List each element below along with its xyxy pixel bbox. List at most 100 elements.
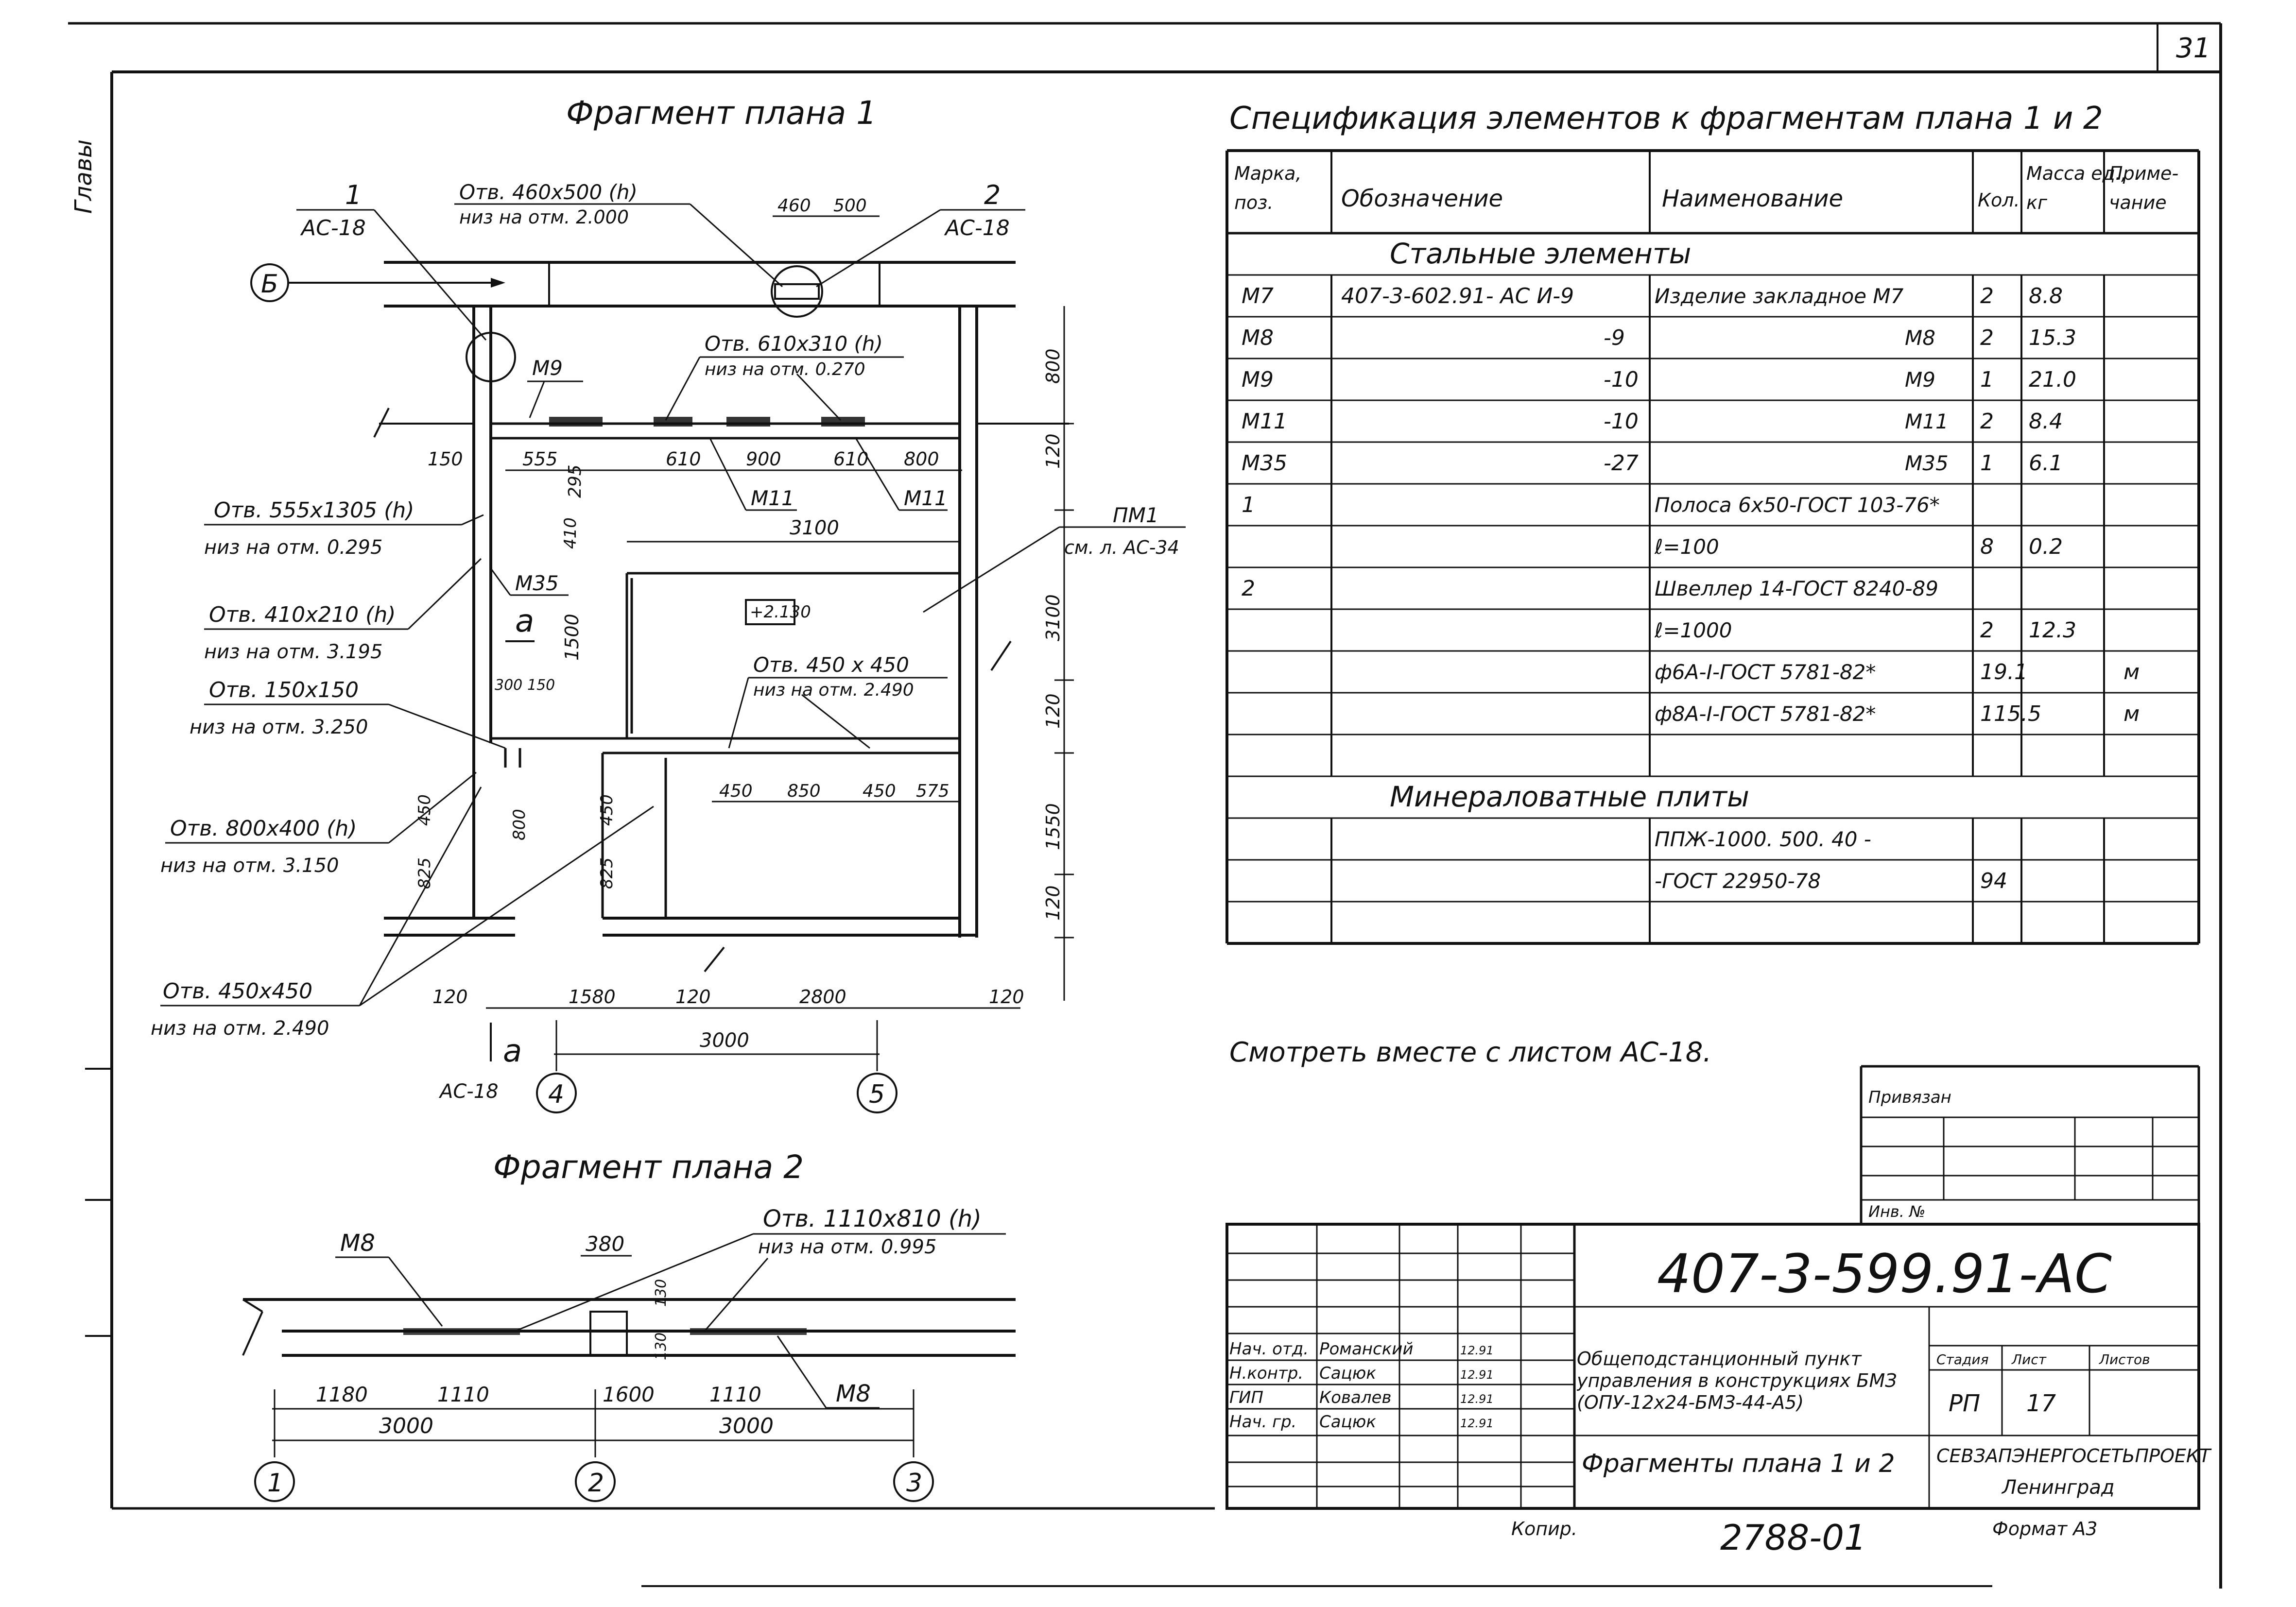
opening-450a-level: низ на отм. 2.490 <box>151 1017 329 1040</box>
spec-header: Масса ед., <box>2026 163 2127 184</box>
spec-header: Обозначение <box>1341 185 1503 212</box>
axis-3-label: 3 <box>906 1469 922 1498</box>
dim-575: 575 <box>916 781 949 801</box>
opening-top-level: низ на отм. 2.000 <box>459 206 629 228</box>
dim-410: 410 <box>561 517 580 549</box>
sheet-title: Фрагменты плана 1 и 2 <box>1582 1449 1895 1478</box>
spec-cell: 8.4 <box>2029 409 2063 434</box>
axis-5-label: 5 <box>869 1080 885 1109</box>
section-a-ref: АС-18 <box>438 1080 499 1103</box>
spec-cell: 8.8 <box>2029 284 2063 308</box>
dim-1110-2: 1110 <box>709 1383 761 1406</box>
opening-555-level: низ на отм. 0.295 <box>204 536 382 559</box>
level-mark: +2.130 <box>750 602 811 622</box>
dim-150-small: 150 <box>527 677 555 694</box>
dim-825-1: 825 <box>415 857 434 889</box>
axis-5-bubble <box>857 1073 898 1113</box>
stage-label: Стадия <box>1936 1351 1988 1368</box>
stage-value: РП <box>1949 1390 1980 1417</box>
opening-450a-title: Отв. 450х450 <box>163 979 312 1004</box>
spec-header: чание <box>2109 192 2167 213</box>
bottom-number: 2788-01 <box>1720 1517 1866 1558</box>
dim-150-left: 150 <box>428 448 463 470</box>
dim-800-right: 800 <box>1042 348 1064 384</box>
dim-3100-top: 3100 <box>790 517 839 539</box>
detail-circle-2 <box>771 265 823 318</box>
spec-cell: 0.2 <box>2029 534 2063 559</box>
format-label: Формат А3 <box>1992 1518 2097 1539</box>
approval-label: Привязан <box>1868 1088 1951 1107</box>
section-a-mid: а <box>515 603 534 639</box>
plan2-opening-level: низ на отм. 0.995 <box>758 1236 936 1258</box>
spec-cell: 2 <box>1980 409 1994 434</box>
dim-130: 130 <box>653 1279 670 1307</box>
dim-825-2: 825 <box>597 857 617 889</box>
dim-120-right-1: 120 <box>1042 433 1064 469</box>
dim-300: 300 <box>495 677 522 694</box>
dim-380: 380 <box>586 1232 624 1256</box>
dim-1550-right: 1550 <box>1042 803 1064 850</box>
dim-2800: 2800 <box>799 986 846 1008</box>
dim-3100-right: 3100 <box>1042 594 1064 641</box>
spec-cell: Полоса 6х50-ГОСТ 103-76* <box>1655 493 1940 517</box>
sheet-value: 17 <box>2026 1390 2056 1417</box>
dim-450-h1: 450 <box>719 781 753 801</box>
spec-cell: 8 <box>1980 534 1994 559</box>
m9-label: М9 <box>532 356 563 380</box>
role-cell: Сацюк <box>1319 1412 1376 1432</box>
spec-cell: М8 <box>1905 326 1935 350</box>
section-a-bottom: а <box>503 1033 522 1069</box>
spec-cell: М35 <box>1242 451 1287 476</box>
dim-1600: 1600 <box>603 1383 655 1406</box>
opening-150-title: Отв. 150х150 <box>209 678 359 702</box>
dim-3000-1: 3000 <box>379 1414 433 1438</box>
plan-2: Фрагмент плана 2 М8 М8 380 130 130 Отв. … <box>242 1148 1016 1502</box>
object-name-box: Общеподстанционный пункт управления в ко… <box>1577 1348 1897 1413</box>
opening-top-title: Отв. 460х500 (h) <box>459 180 638 204</box>
spec-cell: М9 <box>1905 368 1935 392</box>
specification: Спецификация элементов к фрагментам план… <box>1226 101 2200 1068</box>
opening-450b-title: Отв. 450 х 450 <box>753 653 909 677</box>
dim-450-v1: 450 <box>415 794 434 826</box>
role-cell: Нач. гр. <box>1229 1412 1296 1432</box>
spec-cell: М7 <box>1242 284 1274 308</box>
axis-4-bubble <box>536 1073 577 1113</box>
sheet-frame <box>68 22 2222 1589</box>
spec-cell: 115.5 <box>1980 701 2041 726</box>
spec-cell: 15.3 <box>2029 325 2076 350</box>
role-cell: Нач. отд. <box>1229 1339 1309 1359</box>
m8-left-label: М8 <box>340 1230 375 1257</box>
axis-2-bubble <box>575 1461 616 1502</box>
copied-label: Копир. <box>1511 1518 1577 1539</box>
title-block: Привязан Инв. № 407-3-599.91-АС Нач. отд… <box>1226 1065 2212 1510</box>
opening-800-level: низ на отм. 3.150 <box>160 855 339 877</box>
spec-cell: ф8А-I-ГОСТ 5781-82* <box>1655 702 1876 726</box>
role-cell: 12.91 <box>1460 1417 1494 1430</box>
spec-cell: м <box>2123 701 2140 726</box>
opening-555-title: Отв. 555х1305 (h) <box>214 498 414 523</box>
axis-1-label: 1 <box>267 1469 283 1498</box>
spec-cell: -ГОСТ 22950-78 <box>1655 869 1821 893</box>
spec-header: кг <box>2026 192 2048 213</box>
dim-1500: 1500 <box>561 614 583 661</box>
spec-cell: 2 <box>1980 284 1994 308</box>
spec-grid <box>1226 149 2200 945</box>
m11-label-1: М11 <box>751 486 794 510</box>
dim-900: 900 <box>746 448 781 470</box>
spec-cell: 94 <box>1980 869 2007 893</box>
spec-cell: ℓ=100 <box>1654 535 1719 559</box>
dim-120-bl: 120 <box>432 986 468 1008</box>
plan2-title: Фрагмент плана 2 <box>493 1148 804 1186</box>
spec-cell: -27 <box>1604 451 1639 476</box>
spec-cell: 2 <box>1980 618 1994 643</box>
spec-cell: 1 <box>1980 367 1994 392</box>
spec-cell: м <box>2123 660 2140 684</box>
role-cell: Н.контр. <box>1229 1364 1303 1383</box>
plan1-title: Фрагмент плана 1 <box>566 94 877 132</box>
dim-610-2: 610 <box>833 448 869 470</box>
opening-450b-level: низ на отм. 2.490 <box>753 680 914 700</box>
dim-120-br: 120 <box>989 986 1024 1008</box>
dim-1110-1: 1110 <box>437 1383 489 1406</box>
